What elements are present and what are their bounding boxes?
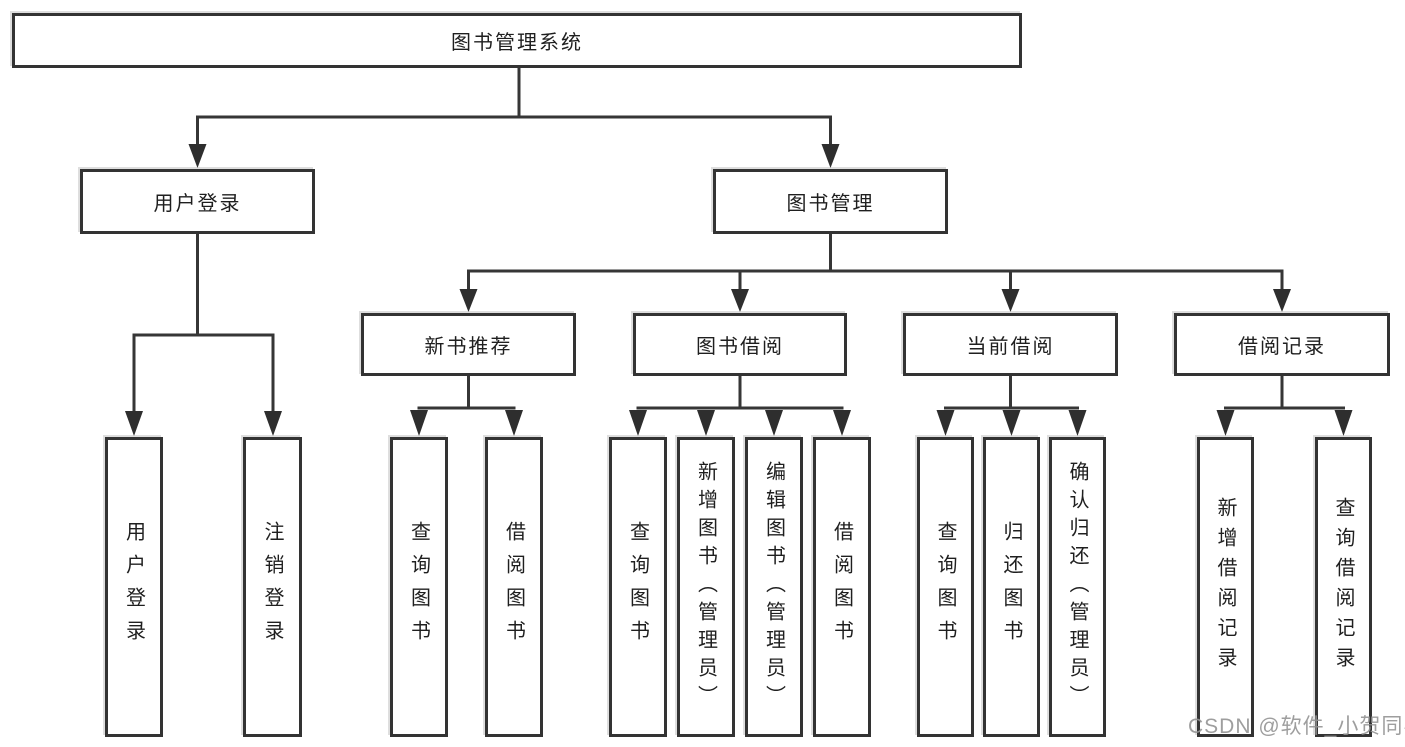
- node-current-borrowing: 当前借阅: [903, 313, 1118, 376]
- node-label: 新增借阅记录: [1214, 497, 1236, 677]
- connector-borrow-records-to-leaves: [1216, 376, 1353, 436]
- arrow-down-icon: [1068, 410, 1087, 436]
- node-label: 新增图书（管理员）: [694, 461, 717, 713]
- node-label: 用户登录: [153, 193, 242, 215]
- arrow-down-icon: [1334, 410, 1353, 436]
- node-label: 用户登录: [122, 521, 145, 653]
- node-label: 归还图书: [1000, 521, 1022, 653]
- arrow-down-icon: [833, 410, 851, 436]
- leaf-query-books-recommend: 查询图书: [390, 437, 448, 737]
- leaf-confirm-return-admin: 确认归还（管理员）: [1049, 437, 1106, 737]
- connector-book-borrow-to-leaves: [629, 376, 851, 436]
- node-label: 编辑图书（管理员）: [762, 461, 785, 713]
- node-label: 借阅图书: [502, 521, 525, 653]
- arrow-down-icon: [1273, 289, 1291, 312]
- node-label: 查询图书: [626, 521, 649, 653]
- node-label: 查询借阅记录: [1332, 497, 1354, 677]
- arrow-down-icon: [188, 144, 207, 168]
- arrow-down-icon: [459, 289, 478, 312]
- node-borrowing-records: 借阅记录: [1174, 313, 1390, 376]
- node-new-book-recommend: 新书推荐: [361, 313, 576, 376]
- csdn-watermark: CSDN @软件_小贺同学: [1188, 715, 1405, 738]
- node-book-borrowing: 图书借阅: [633, 313, 847, 376]
- arrow-down-icon: [697, 410, 715, 436]
- node-label: 借阅图书: [830, 521, 853, 653]
- node-label: 当前借阅: [966, 336, 1055, 358]
- connector-root-to-level2: [188, 68, 840, 168]
- node-label: 新书推荐: [424, 336, 513, 358]
- connector-user-login-to-leaves: [125, 234, 282, 436]
- arrow-down-icon: [410, 410, 428, 436]
- leaf-add-borrow-record: 新增借阅记录: [1197, 437, 1254, 737]
- leaf-user-login: 用户登录: [105, 437, 163, 737]
- node-root-library-system: 图书管理系统: [12, 13, 1022, 68]
- arrow-down-icon: [821, 144, 840, 168]
- connector-book-mgmt-to-level3: [459, 234, 1291, 312]
- arrow-down-icon: [731, 289, 749, 312]
- node-label: 借阅记录: [1238, 336, 1326, 358]
- node-book-management: 图书管理: [713, 169, 948, 234]
- node-label: 图书管理: [786, 193, 875, 215]
- node-label: 确认归还（管理员）: [1066, 461, 1088, 713]
- leaf-query-borrow-record: 查询借阅记录: [1315, 437, 1372, 737]
- node-label: 图书借阅: [696, 336, 784, 358]
- node-user-login: 用户登录: [80, 169, 315, 234]
- connector-current-borrow-to-leaves: [936, 376, 1087, 436]
- node-label: 查询图书: [934, 521, 956, 653]
- node-label: 注销登录: [261, 521, 283, 653]
- leaf-edit-books-admin: 编辑图书（管理员）: [745, 437, 803, 737]
- leaf-logout: 注销登录: [243, 437, 302, 737]
- leaf-query-books-current: 查询图书: [917, 437, 974, 737]
- leaf-borrow-books-recommend: 借阅图书: [485, 437, 543, 737]
- arrow-down-icon: [629, 410, 647, 436]
- arrow-down-icon: [264, 411, 282, 436]
- arrow-down-icon: [936, 410, 955, 436]
- leaf-add-books-admin: 新增图书（管理员）: [677, 437, 735, 737]
- leaf-return-books: 归还图书: [983, 437, 1040, 737]
- leaf-borrow-books: 借阅图书: [813, 437, 871, 737]
- arrow-down-icon: [765, 410, 783, 436]
- node-label: 查询图书: [407, 521, 430, 653]
- node-label: 图书管理系统: [451, 32, 583, 54]
- arrow-down-icon: [125, 411, 143, 436]
- arrow-down-icon: [1002, 410, 1021, 436]
- arrow-down-icon: [1216, 410, 1235, 436]
- arrow-down-icon: [1001, 289, 1020, 312]
- arrow-down-icon: [505, 410, 523, 436]
- connector-new-book-to-leaves: [410, 376, 523, 436]
- leaf-query-books-borrow: 查询图书: [609, 437, 667, 737]
